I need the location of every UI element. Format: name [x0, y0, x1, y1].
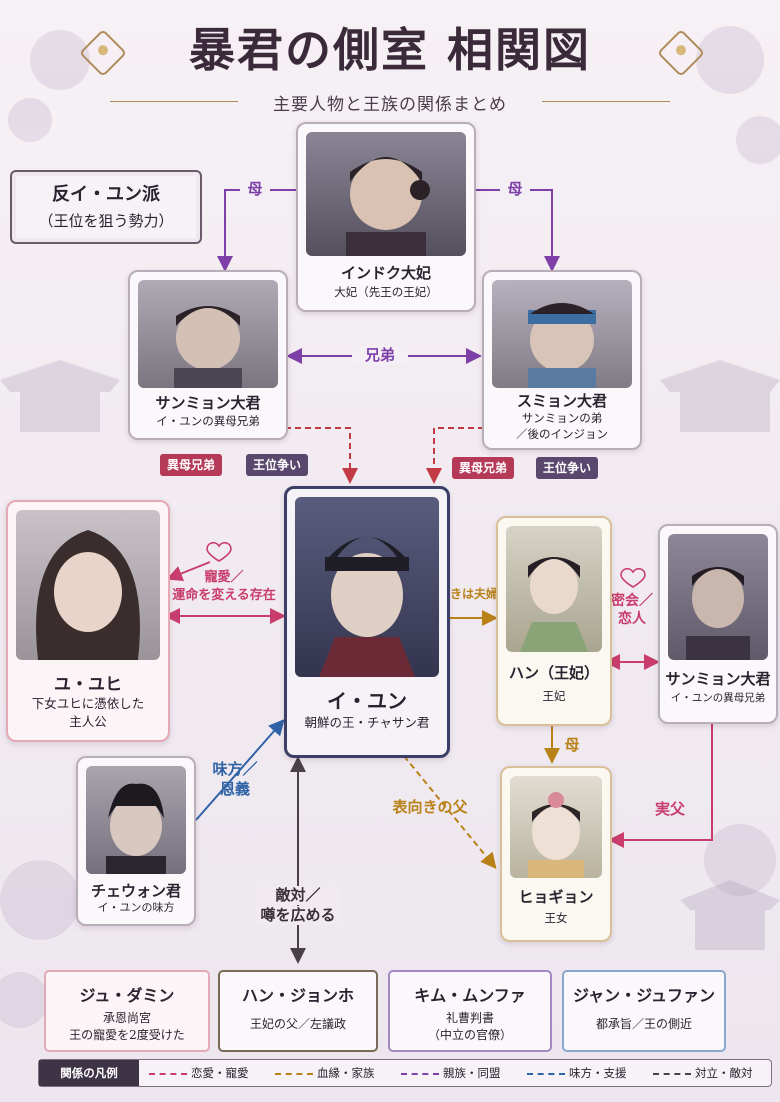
label-secret-2: 恋人: [618, 611, 646, 627]
faction-title: 反イ・ユン派: [52, 184, 160, 205]
bottom-role-jumin-1: 承恩尚宮: [102, 1011, 151, 1025]
tag-throne-right: 王位争い: [536, 457, 599, 479]
legend-item-family: 血縁・家族: [275, 1060, 375, 1086]
bottom-card-jumin: ジュ・ダミン 承恩尚宮 王の寵愛を2度受けた: [44, 970, 210, 1052]
portrait-sanmyon-2: [668, 534, 768, 660]
name-iyun: イ・ユン: [327, 689, 407, 713]
role-yuyuhi-2: 主人公: [69, 714, 107, 729]
portrait-iyun: [295, 497, 439, 677]
label-ally-1: 味方／: [212, 760, 258, 778]
divider-right: [542, 101, 670, 102]
card-sanmyon: サンミョン大君 イ・ユンの異母兄弟: [128, 270, 288, 440]
legend-item-love: 恋愛・寵愛: [149, 1060, 249, 1086]
bottom-name-janjufan: ジャン・ジュファン: [572, 986, 716, 1005]
legend-item-ally: 味方・支援: [527, 1060, 627, 1086]
role-hyogyon: 王女: [544, 911, 568, 925]
card-iyun: イ・ユン 朝鮮の王・チャサン君: [284, 486, 450, 758]
name-sanmyon-2: サンミョン大君: [665, 670, 771, 688]
role-chewon: イ・ユンの味方: [97, 901, 175, 914]
role-han: 王妃: [542, 689, 566, 703]
legend-item-kin: 親族・同盟: [401, 1060, 501, 1086]
avatar-yuyuhi-icon: [36, 530, 140, 660]
label-mother-left: 母: [240, 180, 270, 199]
label-hostile-2: 噂を広める: [256, 906, 340, 925]
label-hostile-1: 敵対／: [256, 886, 340, 905]
bottom-role-kimmunfa-1: 礼曹判書: [445, 1011, 494, 1025]
faction-subtitle: （王位を狙う勢力）: [38, 212, 174, 230]
legend: 関係の凡例 恋愛・寵愛 血縁・家族 親族・同盟 味方・支援 対立・敵対: [38, 1059, 772, 1087]
role-sanmyon-2: イ・ユンの異母兄弟: [670, 692, 766, 704]
avatar-han-icon: [520, 557, 588, 652]
portrait-hyogyon: [510, 776, 602, 878]
bottom-name-jumin: ジュ・ダミン: [79, 986, 175, 1005]
divider-left: [110, 101, 238, 102]
portrait-chewon: [86, 766, 186, 874]
label-mother-han: 母: [564, 736, 580, 754]
bottom-role-janjufan: 都承旨／王の側近: [595, 1017, 692, 1031]
role-iyun: 朝鮮の王・チャサン君: [304, 715, 430, 730]
bottom-card-kimmunfa: キム・ムンファ 礼曹判書 （中立の官僚）: [388, 970, 552, 1052]
avatar-indoku-icon: [346, 157, 430, 256]
tag-throne-left: 王位争い: [246, 454, 309, 476]
name-sumyon: スミョン大君: [516, 392, 607, 410]
label-real-father: 実父: [654, 800, 685, 818]
page-title: 暴君の側室 相関図: [188, 23, 591, 77]
avatar-sumyon-icon: [528, 303, 596, 388]
label-love-2: 運命を変える存在: [172, 588, 276, 603]
bottom-role-kimmunfa-2: （中立の官僚）: [427, 1028, 512, 1042]
tag-half-brothers-left: 異母兄弟: [160, 454, 223, 476]
role-sumyon-1: サンミョンの弟: [521, 411, 603, 425]
label-brothers: 兄弟: [352, 346, 408, 365]
portrait-sumyon: [492, 280, 632, 388]
label-nominal-father: 表向きの父: [392, 798, 468, 816]
bottom-card-hanjonho: ハン・ジョンホ 王妃の父／左議政: [218, 970, 378, 1052]
label-mother-right: 母: [500, 180, 530, 199]
bottom-name-kimmunfa: キム・ムンファ: [414, 986, 526, 1005]
avatar-sanmyon-2-icon: [686, 567, 750, 660]
legend-title: 関係の凡例: [39, 1060, 139, 1086]
card-sumyon: スミョン大君 サンミョンの弟 ／後のインジョン: [482, 270, 642, 450]
card-yuyuhi: ユ・ユヒ 下女ユヒに憑依した 主人公: [6, 500, 170, 742]
name-sanmyon: サンミョン大君: [155, 394, 261, 412]
portrait-han: [506, 526, 602, 652]
name-indoku: インドク大妃: [340, 264, 431, 282]
bottom-name-hanjonho: ハン・ジョンホ: [241, 986, 354, 1005]
label-ally-2: 恩義: [219, 780, 250, 798]
card-hyogyon: ヒョギョン 王女: [500, 766, 612, 942]
role-sanmyon: イ・ユンの異母兄弟: [156, 414, 260, 428]
name-hyogyon: ヒョギョン: [518, 888, 594, 906]
name-yuyuhi: ユ・ユヒ: [54, 675, 122, 695]
portrait-yuyuhi: [16, 510, 160, 660]
avatar-sanmyon-icon: [174, 306, 242, 388]
tag-half-brothers-right: 異母兄弟: [452, 457, 515, 479]
avatar-chewon-icon: [106, 783, 166, 874]
portrait-indoku: [306, 132, 466, 256]
avatar-hyogyon-icon: [528, 792, 584, 878]
page-subtitle: 主要人物と王族の関係まとめ: [273, 95, 507, 115]
card-sanmyon-2: サンミョン大君 イ・ユンの異母兄弟: [658, 524, 778, 724]
label-secret-1: 密会／: [611, 593, 653, 609]
bottom-card-janjufan: ジャン・ジュファン 都承旨／王の側近: [562, 970, 726, 1052]
bottom-role-hanjonho: 王妃の父／左議政: [249, 1017, 346, 1031]
role-indoku: 大妃（先王の王妃）: [334, 285, 438, 299]
name-chewon: チェウォン君: [90, 882, 181, 900]
role-yuyuhi-1: 下女ユヒに憑依した: [31, 696, 145, 711]
name-han: ハン（王妃）: [508, 664, 599, 682]
card-chewon: チェウォン君 イ・ユンの味方: [76, 756, 196, 926]
portrait-sanmyon: [138, 280, 278, 388]
card-indoku: インドク大妃 大妃（先王の王妃）: [296, 122, 476, 312]
avatar-iyun-icon: [319, 537, 415, 677]
role-sumyon-2: ／後のインジョン: [516, 427, 608, 441]
legend-item-hostile: 対立・敵対: [653, 1060, 753, 1086]
bottom-role-jumin-2: 王の寵愛を2度受けた: [69, 1028, 185, 1042]
label-love-1: 寵愛／: [204, 570, 244, 585]
card-han: ハン（王妃） 王妃: [496, 516, 612, 726]
faction-box: 反イ・ユン派 （王位を狙う勢力）: [10, 170, 202, 244]
